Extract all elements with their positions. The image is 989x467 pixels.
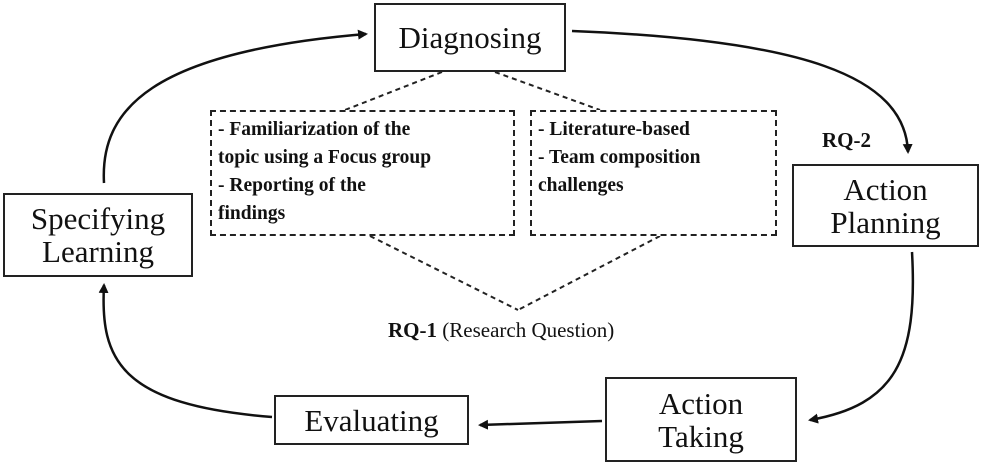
right-note-line1: - Literature-based [538,119,690,140]
left-note-line4: findings [218,203,286,224]
dashed-right-note-to-rq1 [517,235,661,311]
right-note-line2: - Team composition [538,147,701,168]
rq2-label: RQ-2 [822,128,871,153]
diagnosing-label: Diagnosing [398,20,542,55]
action-taking-label-line2: Taking [658,418,744,454]
action-planning-label-line2: Planning [830,204,941,240]
left-note-line3: - Reporting of the [218,175,366,196]
specifying-learning-label-line1: Specifying [30,201,166,236]
action-planning-box: Action Planning [792,164,979,247]
action-planning-label-line1: Action [843,171,928,207]
dashed-diagnosing-to-right-note [494,71,601,111]
arrow-learning-to-diagnosing [102,29,368,184]
action-taking-box: Action Taking [605,377,797,462]
action-taking-label-line1: Action [658,385,744,421]
left-note-line1: - Familiarization of the [218,119,411,140]
specifying-learning-label-line2: Learning [42,234,154,269]
rq1-label-bold: RQ-1 [388,318,437,342]
arrow-evaluating-to-learning [98,283,273,419]
right-note-box: - Literature-based - Team composition ch… [530,110,777,236]
arrow-taking-to-evaluating [478,419,603,430]
evaluating-label: Evaluating [304,402,439,438]
diagnosing-box: Diagnosing [374,3,566,72]
left-note-box: - Familiarization of the topic using a F… [210,110,515,236]
rq2-label-bold: RQ-2 [822,128,871,152]
right-note-line3: challenges [538,175,624,196]
dashed-left-note-to-rq1 [369,235,519,311]
evaluating-box: Evaluating [274,395,469,445]
left-note-line2: topic using a Focus group [218,147,432,168]
rq1-label: RQ-1 (Research Question) [388,318,614,343]
rq1-label-rest: (Research Question) [442,318,615,342]
arrow-planning-to-taking [808,251,915,424]
specifying-learning-box: Specifying Learning [3,193,193,277]
arrow-diagnosing-to-planning [571,29,913,154]
dashed-diagnosing-to-left-note [344,71,443,111]
